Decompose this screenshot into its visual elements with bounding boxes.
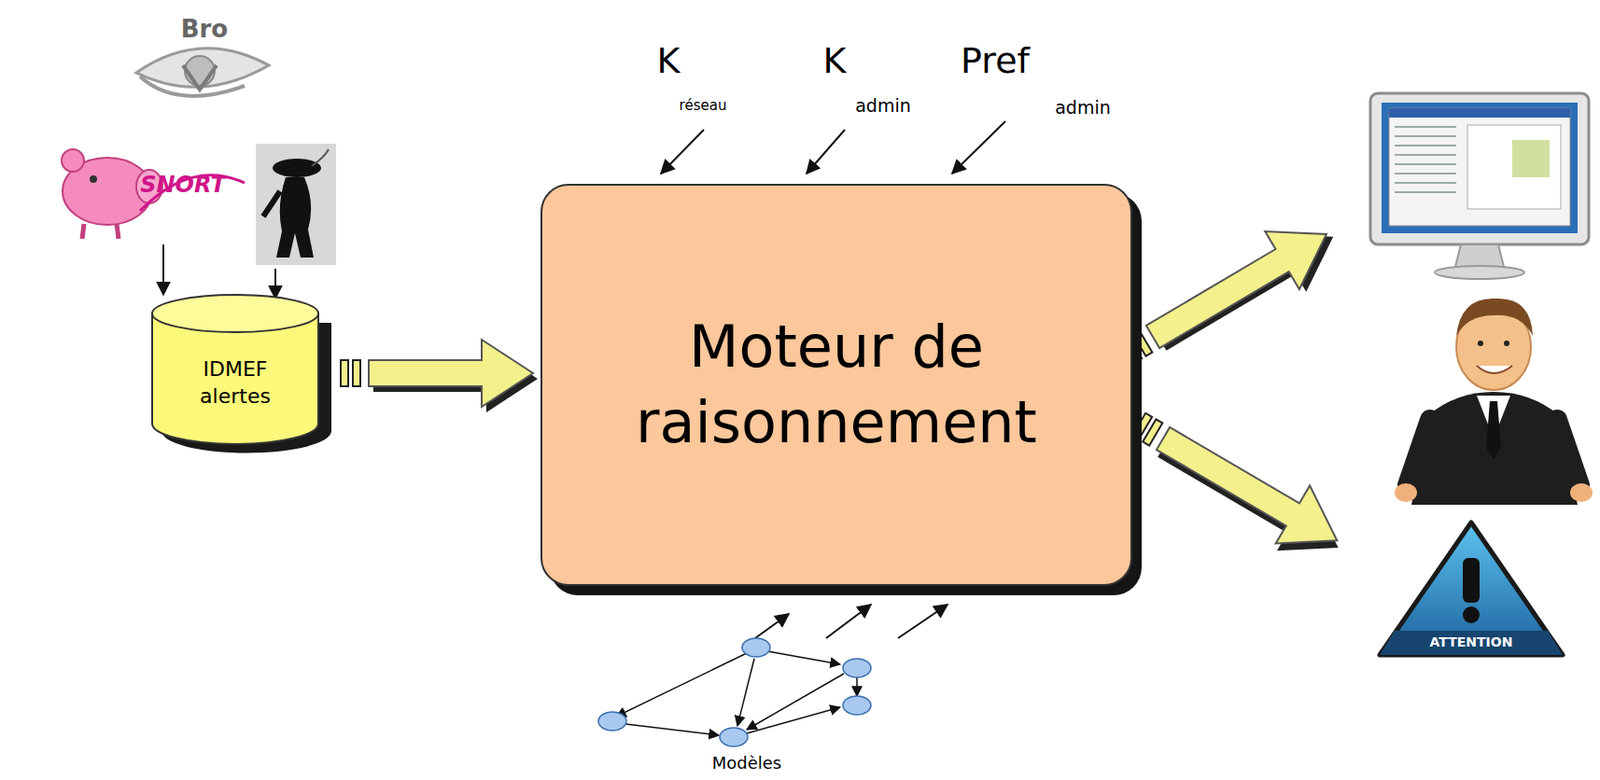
symbol-label: K (657, 42, 681, 82)
node-text-group: Moteur de raisonnement (584, 309, 1089, 461)
input-arrow (898, 604, 948, 639)
arrow-body (368, 339, 534, 408)
cylinder-top (152, 294, 319, 333)
model-graph (598, 638, 871, 747)
snort-pig-logo (61, 149, 245, 239)
symbol-label: Pref (960, 42, 1030, 82)
warning-text: ATTENTION (1430, 635, 1514, 650)
person-icon (1394, 298, 1593, 506)
sniffer-figure-logo (255, 143, 337, 266)
data-store-cylinder: IDMEF alertes (150, 293, 332, 454)
input-arrow (952, 121, 1006, 174)
subscript-label: admin (855, 96, 912, 116)
feed-arrow (162, 244, 165, 295)
monitor-icon (1370, 93, 1589, 280)
arrow-stripe (352, 360, 361, 387)
model-caption: Modèles (712, 754, 783, 773)
input-arrow (806, 129, 845, 174)
logo-label: SNORT (140, 172, 226, 197)
input-arrow (755, 614, 789, 639)
warning-sign (1379, 522, 1563, 656)
output-arrow (1111, 203, 1351, 386)
node-text: IDMEF alertes (183, 356, 287, 410)
input-arrow (826, 604, 871, 639)
process-box: Moteur de raisonnement (540, 183, 1133, 587)
subscript-label: admin (1054, 98, 1111, 118)
input-arrow (660, 129, 704, 174)
feed-arrow (274, 268, 277, 299)
subscript-label: réseau (679, 98, 728, 114)
bro-eye-logo (136, 48, 269, 97)
logo-label: Bro (181, 15, 229, 43)
output-arrow (1119, 395, 1359, 577)
fat-arrow-connector (340, 339, 538, 413)
arrow-stripe (340, 360, 349, 387)
node-text-group: IDMEF alertes (183, 356, 287, 410)
node-text: Moteur de raisonnement (584, 309, 1089, 461)
symbol-label: K (823, 42, 847, 82)
